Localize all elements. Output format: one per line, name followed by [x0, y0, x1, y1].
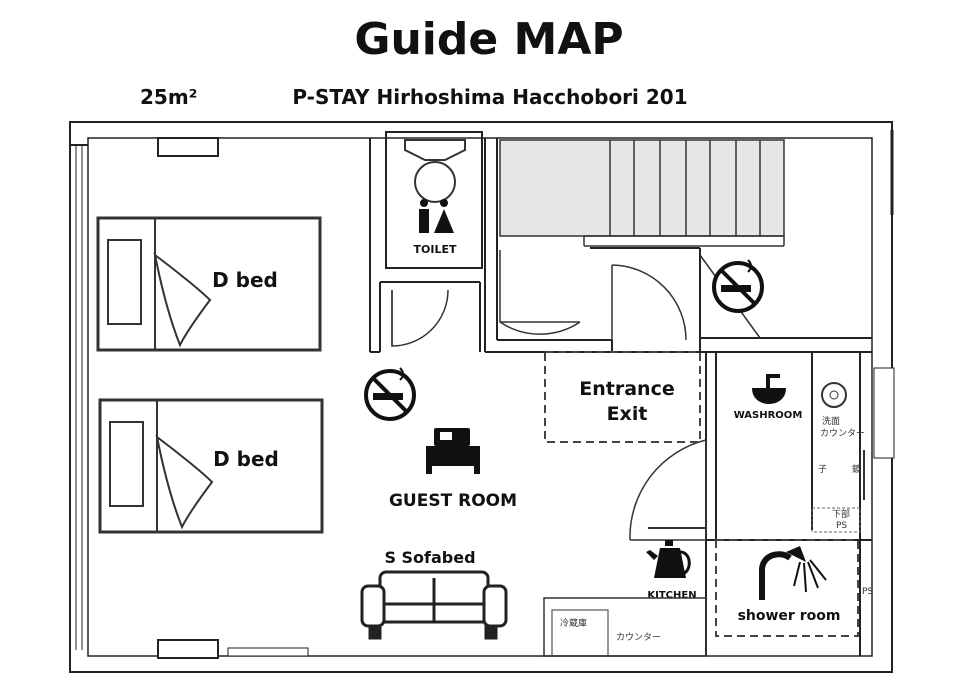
no-smoking-icon	[364, 367, 416, 421]
ps-label-2: PS	[862, 587, 873, 597]
sofa-icon	[360, 570, 508, 640]
area-label: 25m²	[140, 85, 197, 109]
double-bed-1	[96, 216, 322, 352]
washbasin	[821, 382, 847, 408]
fridge-label: 冷蔵庫	[560, 617, 587, 629]
map-title: Guide MAP	[354, 14, 623, 65]
toilet-fixture	[404, 139, 466, 203]
bed-icon	[426, 428, 480, 474]
mirror-label: 鏡	[852, 463, 861, 475]
entrance-area	[544, 351, 701, 443]
property-name: P-STAY Hirhoshima Hacchobori 201	[292, 85, 687, 109]
washroom-label: WASHROOM	[734, 410, 803, 421]
bed-1-label: D bed	[212, 268, 278, 292]
chair-label: 子	[818, 464, 827, 475]
shower-room-area	[715, 539, 859, 637]
kitchen-counter	[543, 597, 707, 657]
fridge	[551, 609, 609, 657]
sink-icon	[752, 374, 786, 404]
double-bed-2	[98, 398, 324, 534]
entrance-label: Entrance	[579, 378, 674, 400]
sink-counter-label-2: カウンター	[820, 428, 865, 439]
sofabed-label: S Sofabed	[384, 548, 475, 567]
exit-label: Exit	[607, 403, 648, 425]
kettle-icon	[646, 540, 691, 578]
shower-icon	[759, 546, 827, 600]
outer-walls	[69, 121, 895, 673]
toilet-icon	[419, 199, 454, 233]
counter-label: カウンター	[616, 632, 661, 643]
no-smoking-icon	[712, 259, 764, 313]
storage-label: 下部	[832, 508, 850, 520]
guest-room-label: GUEST ROOM	[389, 491, 517, 511]
ps-label-1: PS	[836, 521, 847, 531]
bed-2-label: D bed	[213, 447, 279, 471]
toilet-label: TOILET	[414, 243, 457, 256]
sink-counter-label: 洗面	[822, 415, 840, 427]
shower-room-label: shower room	[738, 608, 841, 624]
kitchen-label: KITCHEN	[647, 590, 696, 601]
staircase	[499, 139, 785, 247]
